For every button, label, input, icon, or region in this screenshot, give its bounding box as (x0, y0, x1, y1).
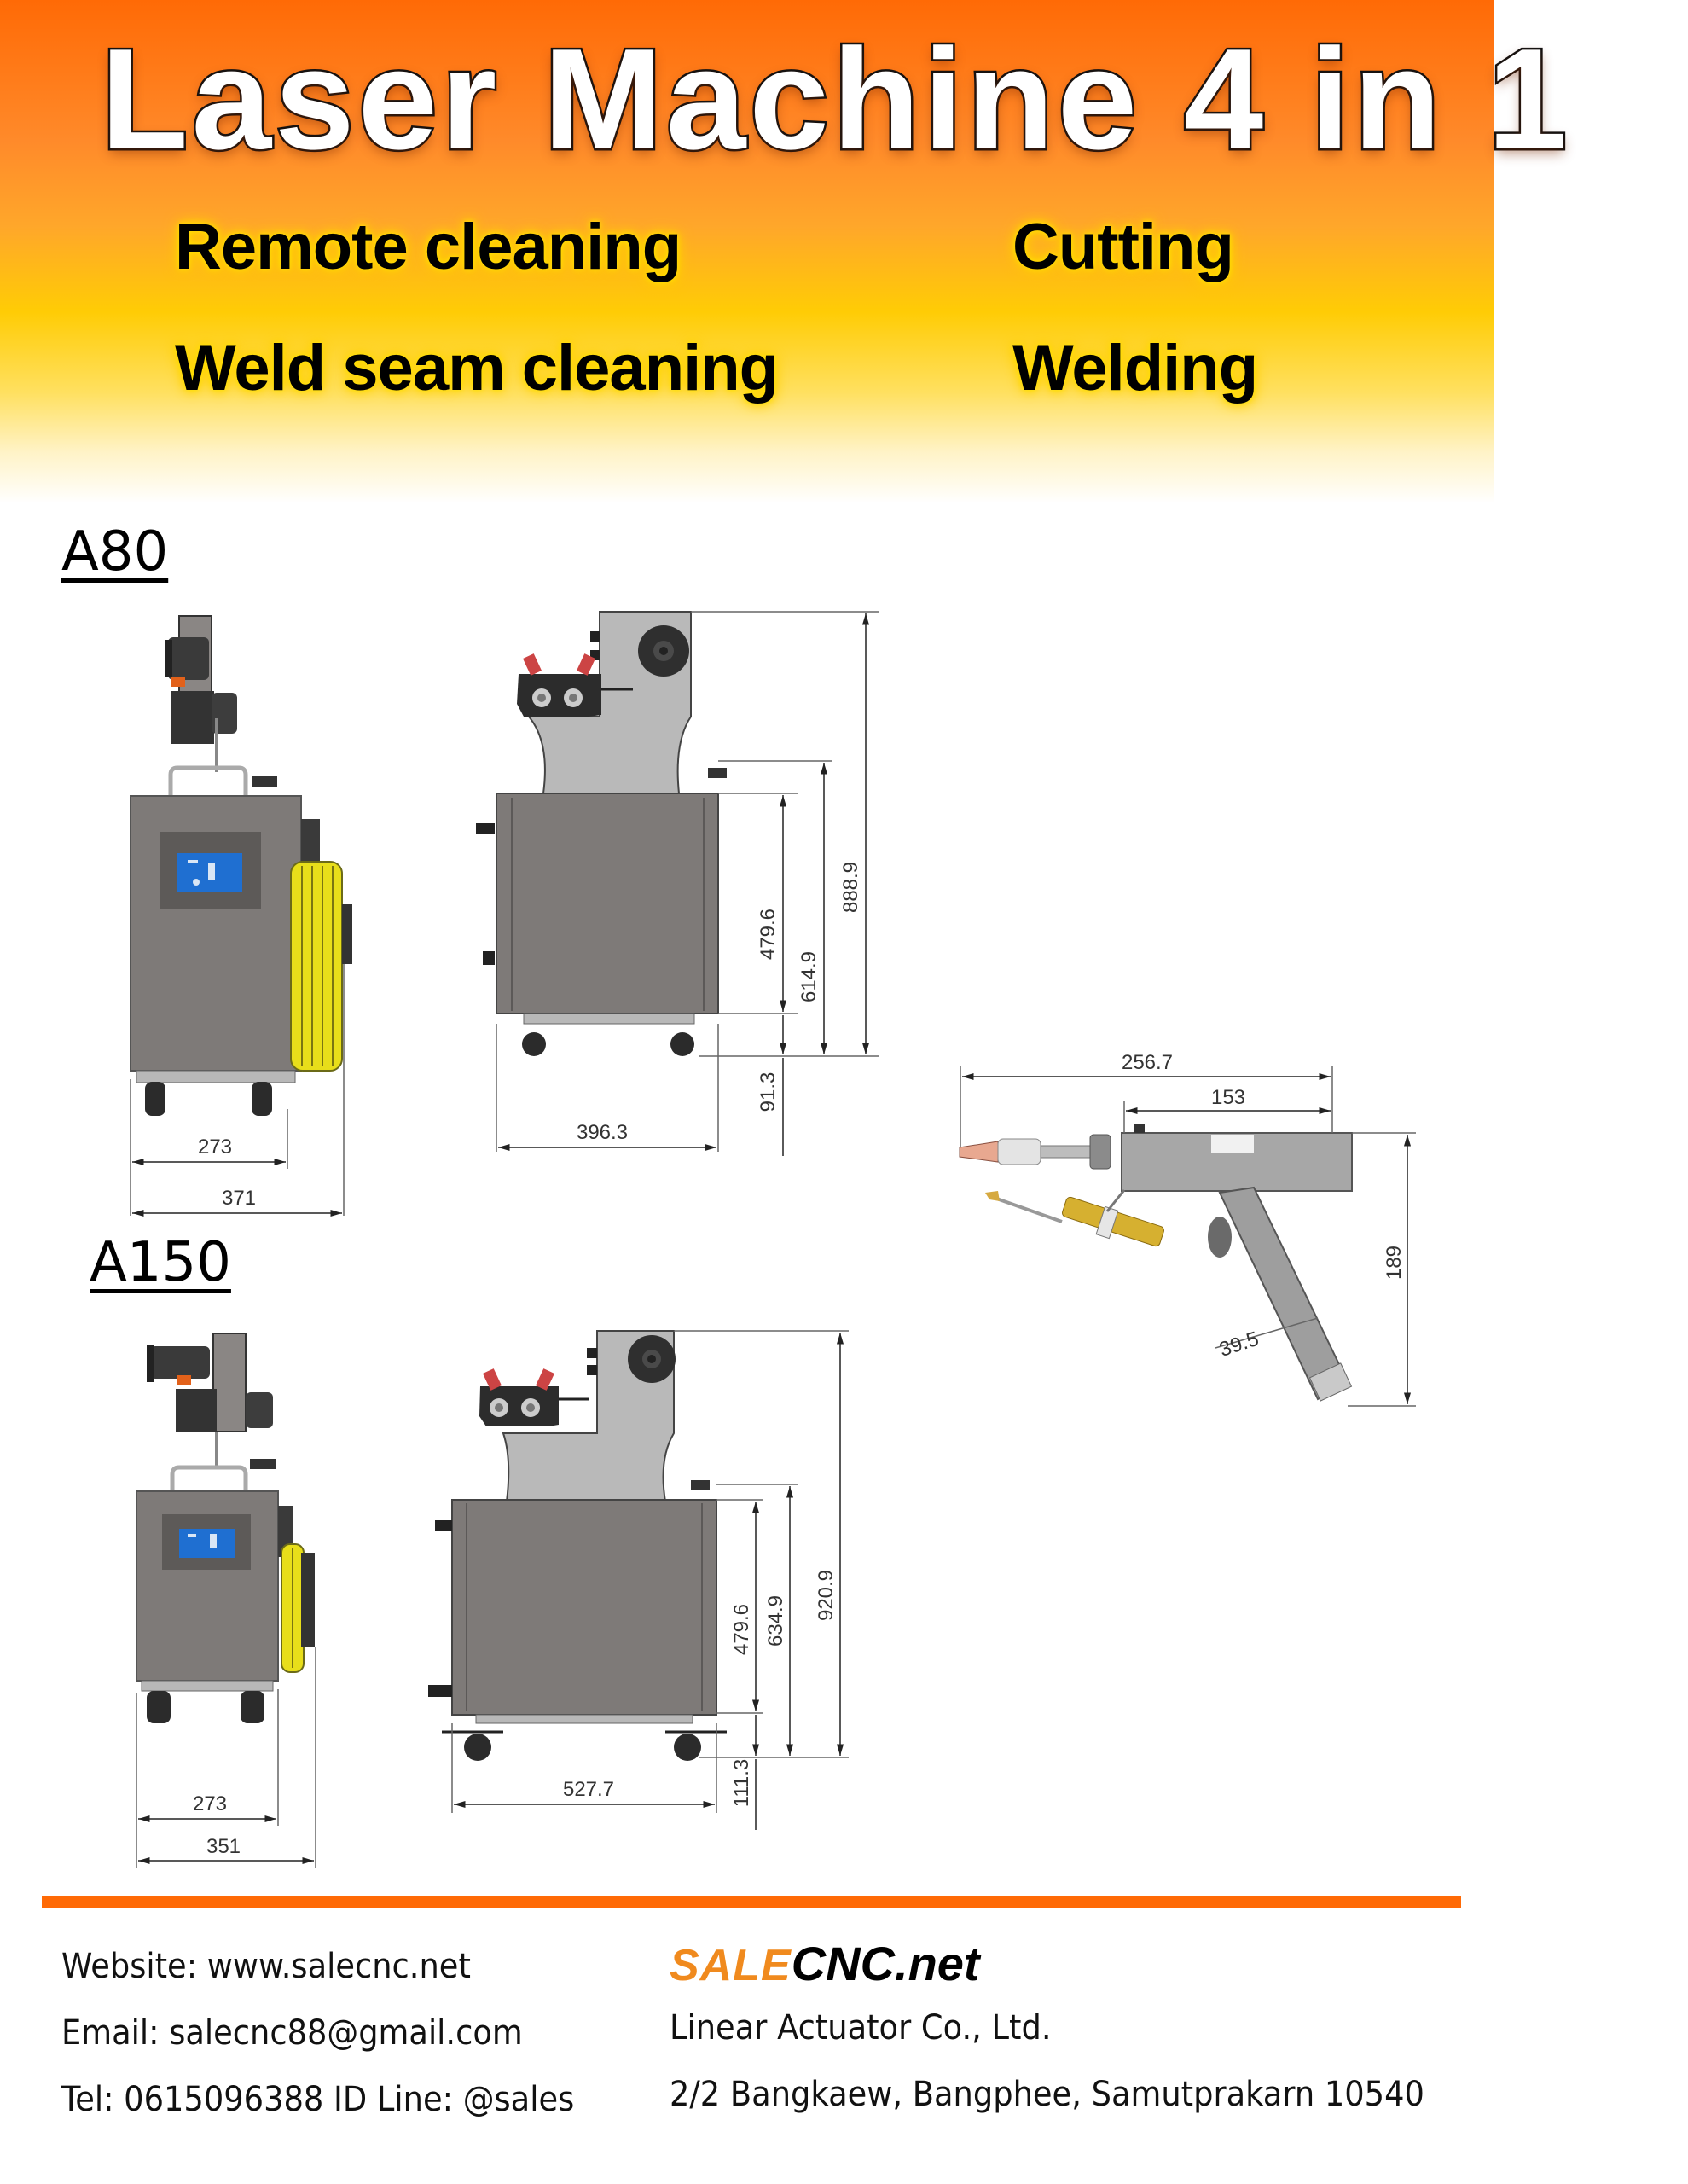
technical-drawings: 273 371 (130, 611, 1416, 1868)
welding-gun (959, 1066, 1416, 1407)
salecnc-logo: SALECNC.net (670, 1937, 980, 1993)
footer-company: Linear Actuator Co., Ltd. (670, 2008, 1052, 2048)
a150-dim-634-9: 634.9 (764, 1595, 787, 1647)
a150-front-view (136, 1333, 316, 1868)
footer-address: 2/2 Bangkaew, Bangphee, Samutprakarn 105… (670, 2075, 1424, 2114)
gun-dim-153: 153 (1211, 1086, 1245, 1109)
hose-reel (290, 861, 343, 1072)
gun-dim-256-7: 256.7 (1122, 1051, 1173, 1074)
model-label-a150: A150 (90, 1231, 231, 1294)
a80-dim-479-6: 479.6 (757, 909, 780, 960)
footer-email[interactable]: Email: salecnc88@gmail.com (61, 2013, 523, 2053)
footer-website[interactable]: Website: www.salecnc.net (61, 1947, 471, 1986)
a150-side-view (428, 1330, 849, 1830)
a80-dim-888-9: 888.9 (839, 862, 862, 913)
feature-cutting: Cutting (1012, 211, 1234, 283)
footer-divider (42, 1896, 1461, 1908)
a150-dim-351: 351 (206, 1835, 241, 1858)
footer-tel: Tel: 0615096388 ID Line: @sales (61, 2080, 575, 2119)
a150-dim-111-3: 111.3 (730, 1759, 753, 1808)
a80-dim-371: 371 (222, 1187, 256, 1210)
page-title: Laser Machine 4 in 1 (99, 19, 1571, 179)
a150-dim-479-6: 479.6 (730, 1604, 753, 1655)
gun-dim-39-5: 39.5 (1216, 1327, 1262, 1362)
a150-dim-273: 273 (193, 1792, 227, 1815)
a80-dim-273: 273 (198, 1136, 232, 1159)
a80-front-view (130, 615, 352, 1217)
a80-dim-91-3: 91.3 (757, 1072, 780, 1112)
a150-dim-527-7: 527.7 (563, 1778, 614, 1801)
logo-sale: SALE (670, 1941, 792, 1990)
feature-welding: Welding (1012, 332, 1258, 404)
gun-dim-189: 189 (1383, 1246, 1406, 1280)
a150-dim-920-9: 920.9 (815, 1570, 838, 1621)
a80-dim-614-9: 614.9 (798, 951, 821, 1002)
feature-remote-cleaning: Remote cleaning (175, 211, 682, 283)
a80-dim-396-3: 396.3 (577, 1121, 628, 1144)
a80-side-view (476, 611, 879, 1156)
logo-cnc: CNC.net (791, 1937, 980, 1990)
model-label-a80: A80 (61, 520, 169, 584)
header-gradient-band (0, 0, 1494, 503)
feature-weld-seam-cleaning: Weld seam cleaning (175, 332, 779, 404)
